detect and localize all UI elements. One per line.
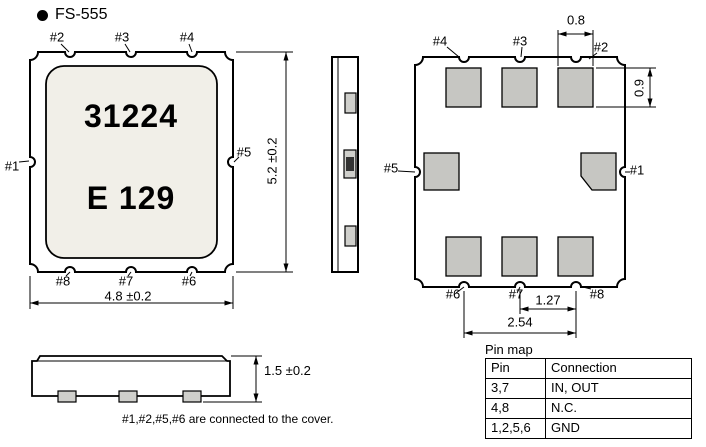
- profile-body: [31, 355, 231, 397]
- pin-map-title: Pin map: [485, 342, 533, 357]
- cover-connection-note: #1,#2,#5,#6 are connected to the cover.: [122, 412, 334, 426]
- bottom-pin-label-7: #7: [508, 286, 524, 302]
- bottom-pin-label-2: #2: [593, 39, 609, 55]
- bottom-view-outline: [414, 56, 626, 288]
- front-pin-label-4: #4: [179, 29, 195, 45]
- dim-pad-pitch-label: 1.27: [532, 293, 564, 307]
- part-number-title: FS-555: [55, 6, 108, 23]
- bottom-pin-label-5: #5: [383, 160, 399, 176]
- pin-map-cell-connection: GND: [545, 417, 692, 439]
- bottom-pin-label-3: #3: [512, 33, 528, 49]
- pad-3: [501, 67, 538, 108]
- pad-7: [501, 236, 538, 277]
- front-pin-label-2: #2: [49, 29, 65, 45]
- pin-map-header-connection: Connection: [545, 358, 692, 379]
- side-pad-middle-mark: [346, 157, 354, 171]
- dim-pad-height-label: 0.9: [632, 75, 647, 101]
- pad-4: [445, 67, 482, 108]
- profile-view-drawing: [31, 355, 262, 403]
- bottom-view-dimension-lines: [463, 30, 656, 338]
- bullet-icon: [37, 10, 48, 21]
- pin-map-header-row: Pin Connection: [485, 358, 692, 379]
- bottom-view-drawing: [397, 30, 656, 338]
- dim-thickness-label: 1.5 ±0.2: [264, 363, 311, 378]
- front-view-dimension-lines: [29, 51, 293, 309]
- front-pin-label-5: #5: [236, 144, 252, 160]
- pad-6: [445, 236, 482, 277]
- dim-width-label: 4.8 ±0.2: [101, 289, 155, 303]
- side-pad-top: [344, 92, 357, 114]
- pin-map-cell-pin: 4,8: [485, 397, 546, 419]
- pin-map-row-2: 4,8 N.C.: [485, 397, 692, 419]
- pin-map-row-1: 3,7 IN, OUT: [485, 377, 692, 399]
- bottom-pin-label-6: #6: [445, 286, 461, 302]
- pin-map-table: Pin Connection 3,7 IN, OUT 4,8 N.C. 1,2,…: [485, 358, 692, 439]
- pad-1: [580, 152, 617, 191]
- pad-8: [557, 236, 594, 277]
- side-pad-bottom: [344, 225, 357, 247]
- profile-dimension-lines: [203, 355, 262, 403]
- dim-pad-width-label: 0.8: [563, 13, 589, 27]
- side-view-drawing: [331, 56, 359, 273]
- front-pin-label-1: #1: [4, 158, 20, 174]
- pin-map-header-pin: Pin: [485, 358, 546, 379]
- front-pin-label-8: #8: [55, 273, 71, 289]
- front-view-leader-lines: [18, 43, 240, 277]
- pin-map-cell-connection: N.C.: [545, 397, 692, 419]
- marking-line-2: E 129: [86, 180, 176, 216]
- dim-pad-span-label: 2.54: [504, 315, 536, 329]
- pad-5: [423, 152, 460, 191]
- bottom-pin-label-4: #4: [432, 33, 448, 49]
- dim-height-label: 5.2 ±0.2: [265, 134, 280, 188]
- metal-cover: [45, 65, 218, 259]
- front-view-drawing: [18, 43, 293, 309]
- front-pin-label-7: #7: [118, 273, 134, 289]
- bottom-pin-label-8: #8: [589, 286, 605, 302]
- profile-pad-middle: [118, 390, 138, 403]
- front-pin-label-3: #3: [114, 29, 130, 45]
- pad-2: [557, 67, 594, 108]
- pin-map-cell-pin: 1,2,5,6: [485, 417, 546, 439]
- pin-map-cell-pin: 3,7: [485, 377, 546, 399]
- pin-map-cell-connection: IN, OUT: [545, 377, 692, 399]
- profile-pad-left: [57, 390, 77, 403]
- profile-pad-right: [182, 390, 202, 403]
- marking-line-1: 31224: [84, 98, 178, 134]
- bottom-pin-label-1: #1: [629, 162, 645, 178]
- front-pin-label-6: #6: [181, 273, 197, 289]
- pin-map-row-3: 1,2,5,6 GND: [485, 417, 692, 439]
